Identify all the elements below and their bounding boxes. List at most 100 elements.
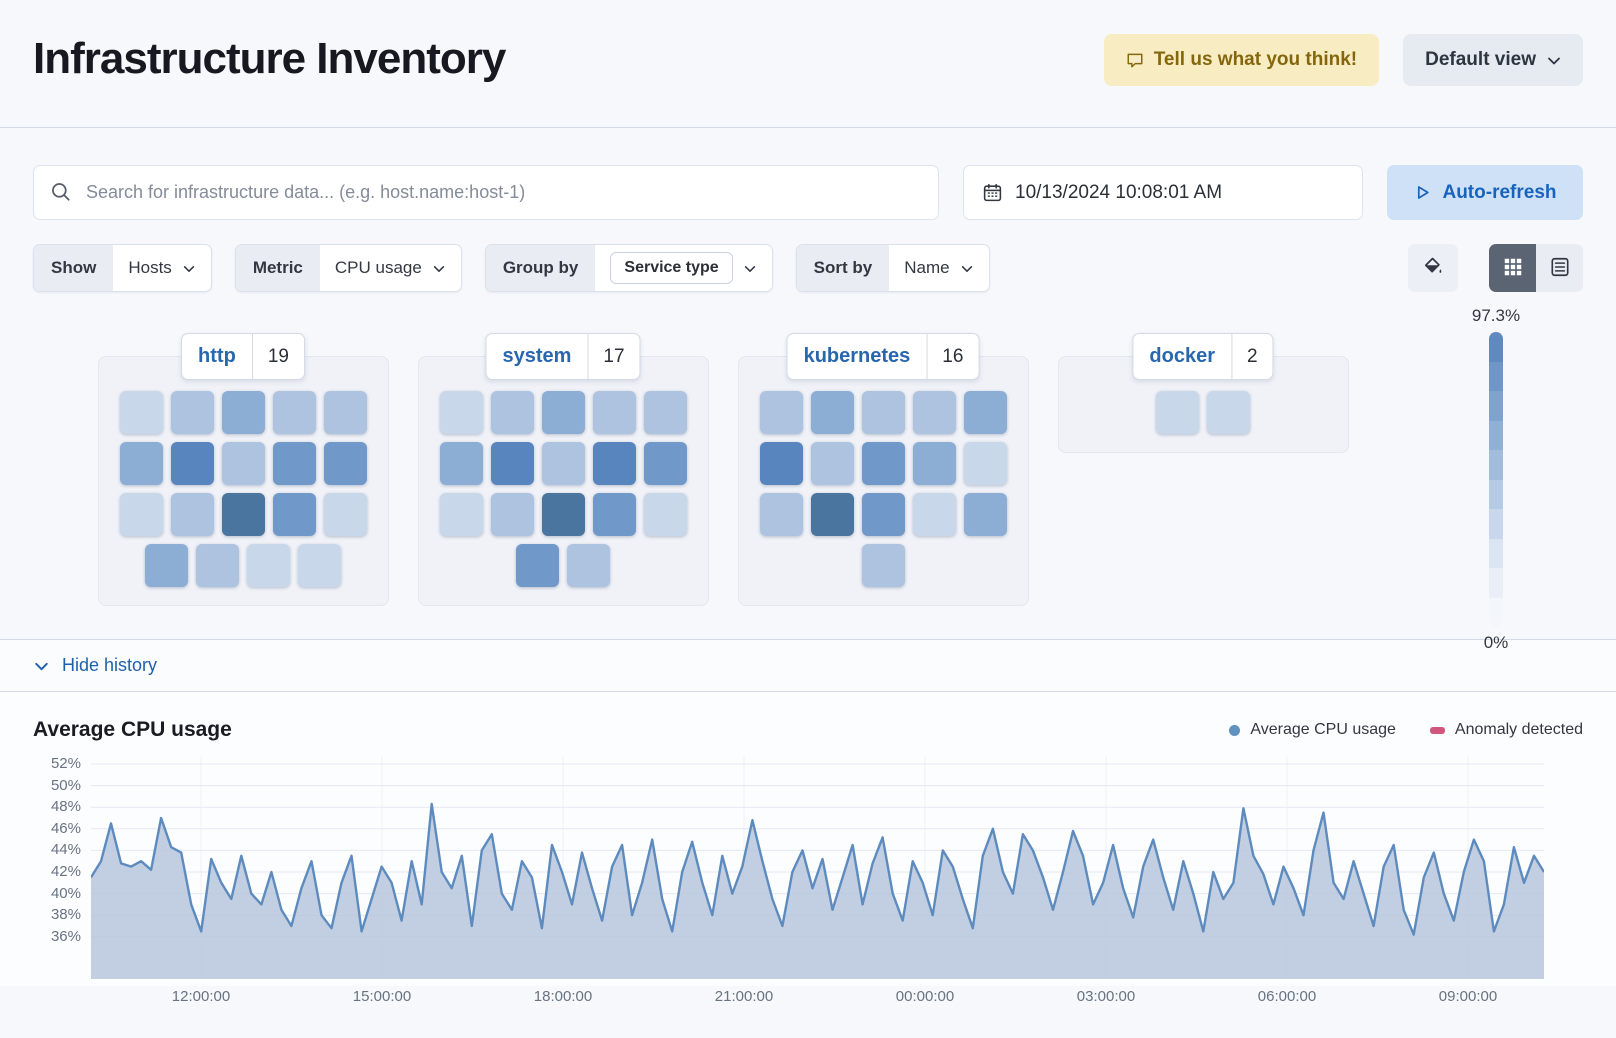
- host-square[interactable]: [221, 442, 265, 485]
- x-axis-tick-label: 06:00:00: [1257, 988, 1317, 1005]
- host-square[interactable]: [196, 544, 239, 587]
- host-square[interactable]: [810, 442, 854, 485]
- date-picker[interactable]: 10/13/2024 10:08:01 AM: [963, 165, 1363, 220]
- date-picker-value: 10/13/2024 10:08:01 AM: [1015, 181, 1223, 203]
- x-axis-tick-label: 09:00:00: [1438, 988, 1498, 1005]
- host-square[interactable]: [861, 391, 905, 434]
- host-square[interactable]: [119, 391, 163, 434]
- host-square[interactable]: [861, 442, 905, 485]
- metric-filter-group: Metric CPU usage: [234, 244, 462, 292]
- hide-history-toggle[interactable]: Hide history: [0, 639, 1616, 692]
- scale-step: [1489, 509, 1503, 539]
- host-square[interactable]: [592, 391, 636, 434]
- host-square[interactable]: [963, 442, 1007, 485]
- scale-step: [1489, 361, 1503, 391]
- host-square[interactable]: [272, 442, 316, 485]
- scale-step: [1489, 450, 1503, 480]
- host-square[interactable]: [643, 493, 687, 536]
- show-filter-select[interactable]: Hosts: [113, 245, 210, 291]
- host-square[interactable]: [439, 391, 483, 434]
- cpu-area-chart: [91, 756, 1544, 979]
- host-square-row: [757, 442, 1010, 485]
- host-square[interactable]: [541, 442, 585, 485]
- host-square[interactable]: [541, 493, 585, 536]
- query-toolbar: 10/13/2024 10:08:01 AM Auto-refresh: [0, 165, 1616, 220]
- host-square[interactable]: [912, 391, 956, 434]
- chevron-down-icon: [960, 261, 974, 275]
- host-square[interactable]: [323, 391, 367, 434]
- metric-filter-label: Metric: [235, 245, 320, 291]
- host-square[interactable]: [810, 391, 854, 434]
- host-square[interactable]: [119, 442, 163, 485]
- search-input[interactable]: [33, 165, 939, 220]
- host-square[interactable]: [541, 391, 585, 434]
- legend-item-average-cpu[interactable]: Average CPU usage: [1229, 721, 1396, 739]
- host-square[interactable]: [643, 391, 687, 434]
- scale-min-label: 0%: [1483, 633, 1509, 652]
- host-square[interactable]: [1156, 391, 1199, 434]
- host-square[interactable]: [170, 493, 214, 536]
- host-square[interactable]: [272, 391, 316, 434]
- group-name: docker: [1133, 334, 1233, 379]
- host-square-row: [437, 442, 690, 485]
- host-square[interactable]: [759, 391, 803, 434]
- host-square[interactable]: [490, 493, 534, 536]
- host-square[interactable]: [963, 493, 1007, 536]
- view-selector-label: Default view: [1425, 49, 1536, 70]
- host-square[interactable]: [272, 493, 316, 536]
- host-square[interactable]: [490, 391, 534, 434]
- y-axis-tick-label: 40%: [50, 884, 81, 902]
- host-square[interactable]: [567, 544, 610, 587]
- host-square[interactable]: [298, 544, 341, 587]
- legend-item-anomaly[interactable]: Anomaly detected: [1429, 721, 1583, 739]
- table-view-button[interactable]: [1536, 244, 1583, 292]
- host-square[interactable]: [323, 493, 367, 536]
- host-square[interactable]: [963, 391, 1007, 434]
- color-palette-button[interactable]: [1408, 244, 1458, 292]
- host-square[interactable]: [439, 493, 483, 536]
- host-square-row: [1077, 391, 1330, 434]
- host-square[interactable]: [643, 442, 687, 485]
- host-square[interactable]: [912, 493, 956, 536]
- grid-icon: [1502, 256, 1524, 281]
- host-square[interactable]: [221, 493, 265, 536]
- view-selector-button[interactable]: Default view: [1403, 34, 1583, 86]
- sort-by-filter-label: Sort by: [796, 245, 890, 291]
- host-square[interactable]: [439, 442, 483, 485]
- host-squares: [437, 391, 690, 587]
- host-square[interactable]: [810, 493, 854, 536]
- x-axis-tick-label: 18:00:00: [533, 988, 593, 1005]
- host-square[interactable]: [1207, 391, 1250, 434]
- scale-step: [1489, 479, 1503, 509]
- show-filter-group: Show Hosts: [33, 244, 212, 292]
- feedback-button[interactable]: Tell us what you think!: [1103, 34, 1380, 86]
- hide-history-label: Hide history: [62, 655, 158, 675]
- host-square[interactable]: [861, 544, 905, 587]
- host-square[interactable]: [592, 442, 636, 485]
- host-square[interactable]: [145, 544, 188, 587]
- host-square[interactable]: [516, 544, 559, 587]
- grid-view-button[interactable]: [1489, 244, 1536, 292]
- host-square[interactable]: [170, 442, 214, 485]
- host-square[interactable]: [592, 493, 636, 536]
- speech-bubble-icon: [1126, 51, 1144, 69]
- host-square[interactable]: [759, 442, 803, 485]
- metric-filter-select[interactable]: CPU usage: [320, 245, 461, 291]
- host-square[interactable]: [861, 493, 905, 536]
- auto-refresh-button[interactable]: Auto-refresh: [1387, 165, 1583, 220]
- group-by-filter-select[interactable]: Service type: [595, 245, 771, 291]
- host-square[interactable]: [119, 493, 163, 536]
- host-square[interactable]: [490, 442, 534, 485]
- host-square[interactable]: [912, 442, 956, 485]
- sort-by-filter-select[interactable]: Name: [889, 245, 988, 291]
- host-square[interactable]: [247, 544, 290, 587]
- host-square[interactable]: [323, 442, 367, 485]
- host-square[interactable]: [170, 391, 214, 434]
- host-square[interactable]: [759, 493, 803, 536]
- host-square[interactable]: [221, 391, 265, 434]
